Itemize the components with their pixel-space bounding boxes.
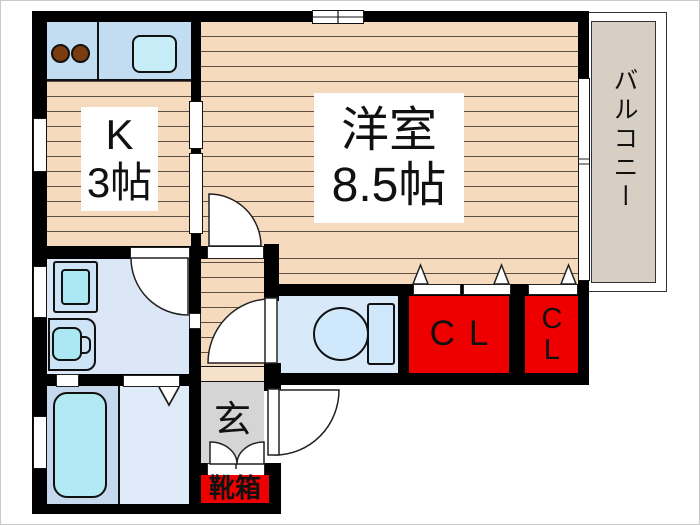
washing-machine-icon (61, 269, 90, 305)
doorway-western-room (207, 246, 264, 259)
hallway-floor (201, 248, 264, 366)
bathroom-shower-area (118, 386, 189, 504)
doorway-bathroom (123, 375, 180, 387)
kitchen-label-line1: K (105, 110, 134, 158)
bathtub-icon (53, 392, 107, 498)
closet-door-track (413, 284, 461, 295)
closet-sub-area (525, 295, 579, 374)
door-panel-entrance (267, 388, 280, 456)
opening-bathroom-window (56, 374, 79, 387)
kitchen-label-line2: 3帖 (86, 159, 153, 206)
sliding-window-balcony-icon (578, 78, 590, 281)
window-bathroom-icon (33, 416, 47, 469)
entrance-step (201, 366, 264, 382)
vanity-basin-icon (52, 327, 82, 361)
wall-closet-divider (509, 295, 525, 375)
closet-main-label: CL (429, 314, 503, 354)
closet-sub-label: C L (541, 303, 563, 366)
window-bedroom-top-icon (312, 10, 364, 24)
wall-hall-right-upper (264, 244, 279, 301)
balcony-label: バルコニー (610, 67, 638, 212)
sliding-door-kitchen-icon (189, 101, 203, 149)
balcony-deck (591, 21, 656, 283)
kitchen-label: K 3帖 (81, 107, 158, 211)
opening-wash-hall (189, 313, 201, 329)
door-swing-entrance (274, 389, 340, 456)
wall-lower-bottom (264, 373, 589, 385)
closet-main-area (409, 295, 509, 374)
door-panel-toilet (264, 297, 278, 364)
western-room-label: 洋室 8.5帖 (314, 93, 464, 223)
closet-door-track (528, 284, 578, 295)
shoe-box-label: 靴箱 (201, 473, 269, 503)
toilet-room-floor (278, 296, 398, 373)
sliding-door-kitchen-icon (189, 153, 203, 234)
closet-door-track (463, 284, 511, 295)
kitchen-sink-icon (132, 35, 177, 73)
door-panel-washroom (130, 247, 190, 259)
kitchen-counter-divider (97, 22, 99, 81)
window-washroom-icon (33, 266, 47, 318)
wall-right-bottom (578, 281, 589, 384)
wall-toilet-closet-divider (398, 296, 409, 375)
wall-right-top (578, 22, 589, 78)
wall-top (32, 11, 589, 22)
stove-burner-icon (71, 44, 90, 63)
western-room-label-line2: 8.5帖 (331, 159, 447, 212)
wall-bath-bottom (32, 504, 201, 514)
entrance-label: 玄 (214, 398, 251, 440)
stove-burner-icon (51, 44, 70, 63)
window-kitchen-icon (33, 118, 47, 172)
western-room-label-line1: 洋室 (340, 103, 437, 157)
